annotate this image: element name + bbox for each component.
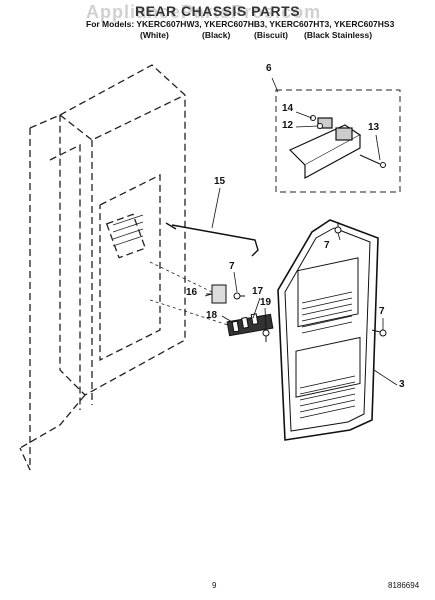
callout-16: 16 xyxy=(186,287,198,298)
terminal-block xyxy=(226,313,274,337)
control-screws xyxy=(310,115,386,168)
callout-18: 18 xyxy=(206,310,218,321)
callout-17: 17 xyxy=(252,286,264,297)
range-cabinet-outline xyxy=(19,64,186,471)
assembly-lines xyxy=(149,261,229,326)
inset-box xyxy=(275,89,401,193)
control-bracket xyxy=(288,117,362,180)
callout-14: 14 xyxy=(282,103,294,114)
screws xyxy=(233,222,387,342)
vent-slots-lower xyxy=(299,375,356,419)
color-column-biscuit: (Biscuit) xyxy=(254,30,288,40)
callout-19: 19 xyxy=(260,297,272,308)
models-line: For Models: YKERC607HW3, YKERC607HB3, YK… xyxy=(86,19,395,29)
callout-6: 6 xyxy=(266,63,272,74)
rear-cover-vent-upper xyxy=(297,257,359,328)
page-number: 9 xyxy=(212,581,217,590)
callout-7-right: 7 xyxy=(379,306,385,317)
wire-rod xyxy=(165,222,259,257)
callout-3: 3 xyxy=(399,379,405,390)
page-title: REAR CHASSIS PARTS xyxy=(134,3,301,19)
rear-cover-vent-lower xyxy=(295,336,361,398)
callout-7-upper: 7 xyxy=(324,240,330,251)
callout-leaders xyxy=(204,77,398,386)
color-column-black-stainless: (Black Stainless) xyxy=(304,30,373,40)
callout-12: 12 xyxy=(282,120,294,131)
vent-slots-upper xyxy=(301,291,353,334)
bracket xyxy=(206,284,227,304)
watermark: AppliancePartsPros.com xyxy=(86,2,322,22)
blower-grid xyxy=(112,214,144,247)
color-column-black: (Black) xyxy=(202,30,231,40)
rear-cover-panel xyxy=(277,219,379,441)
callout-13: 13 xyxy=(368,122,380,133)
callout-15: 15 xyxy=(214,176,226,187)
color-column-white: (White) xyxy=(140,30,169,40)
callout-7: 7 xyxy=(229,261,235,272)
document-number: 8186694 xyxy=(388,581,420,590)
